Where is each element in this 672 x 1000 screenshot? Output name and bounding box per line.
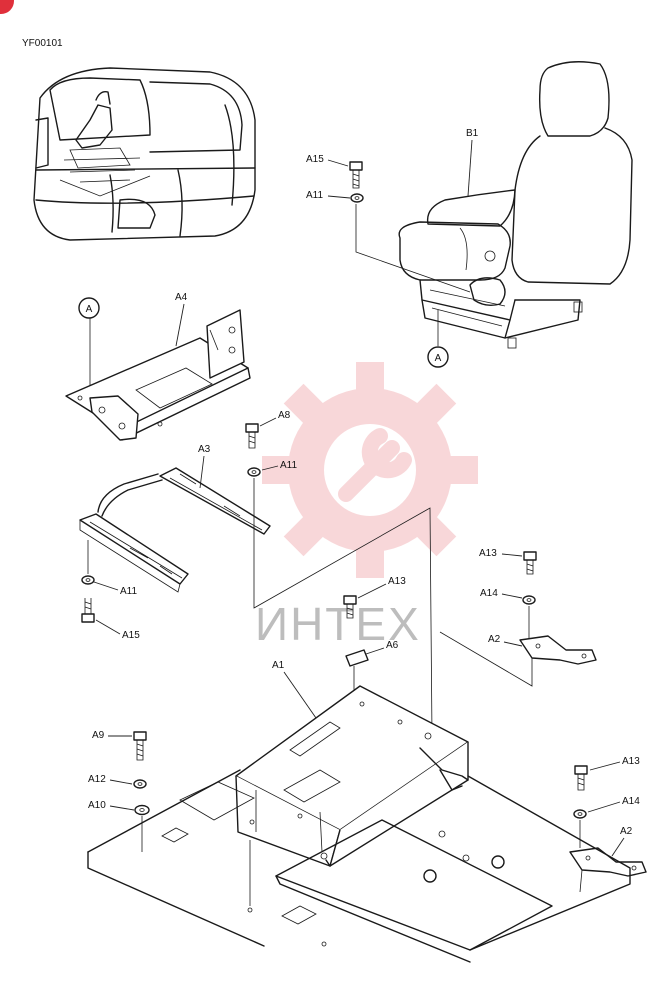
label-a4: A4	[175, 292, 188, 303]
watermark-text: ИНТЕХ	[255, 598, 421, 650]
cabin-floor-panel	[87, 769, 631, 963]
seat-mounting-plate-a4	[65, 309, 251, 441]
label-a2-top: A2	[488, 634, 501, 645]
bolt-a8-icon	[245, 423, 259, 449]
operator-seat-b1	[398, 61, 633, 349]
bolt-a13-right-bottom-icon	[574, 765, 588, 791]
washer-a11-left-icon	[81, 575, 95, 585]
label-a8: A8	[278, 410, 291, 421]
bolt-a9-icon	[133, 731, 147, 761]
ref-a-left-text: A	[86, 304, 93, 315]
label-a15-top: A15	[306, 154, 324, 165]
label-a11-mid: A11	[280, 460, 297, 471]
label-a12: A12	[88, 774, 106, 785]
bracket-a2-bottom-icon	[569, 847, 647, 877]
label-a6: A6	[386, 640, 399, 651]
bolt-a15-left-icon	[81, 598, 95, 623]
label-a10: A10	[88, 800, 106, 811]
document-code: YF00101	[22, 38, 63, 49]
washer-a12-icon	[133, 779, 147, 789]
label-b1: B1	[466, 128, 479, 139]
bracket-a2-top-icon	[519, 635, 597, 665]
label-a2-bottom: A2	[620, 826, 633, 837]
tractor-overview-illustration	[33, 67, 256, 241]
label-a13-center: A13	[388, 576, 406, 587]
label-a9: A9	[92, 730, 105, 741]
bolt-a13-right-top-icon	[523, 551, 537, 575]
label-a14-right-top: A14	[480, 588, 498, 599]
washer-a14-right-bottom-icon	[573, 809, 587, 819]
washer-a11-top-icon	[350, 193, 364, 203]
watermark-logo-icon	[262, 362, 478, 578]
ref-a-right-text: A	[435, 353, 442, 364]
seat-frame-a1	[235, 685, 469, 867]
label-a11-top: A11	[306, 190, 323, 201]
label-a11-left: A11	[120, 586, 137, 597]
bolt-a13-center-icon	[343, 595, 357, 619]
label-a15-left: A15	[122, 630, 140, 641]
seat-slide-rails-a3	[79, 467, 271, 593]
label-a3: A3	[198, 444, 211, 455]
washer-a11-mid-icon	[247, 467, 261, 477]
reference-marker-a-left	[78, 297, 100, 319]
label-a1: A1	[272, 660, 285, 671]
label-a13-right-bottom: A13	[622, 756, 640, 767]
clip-a6-icon	[345, 649, 369, 667]
label-a13-right-top: A13	[479, 548, 497, 559]
washer-a14-right-top-icon	[522, 595, 536, 605]
label-a14-right-bottom: A14	[622, 796, 640, 807]
reference-marker-a-right	[427, 346, 449, 368]
washer-a10-icon	[134, 804, 150, 816]
bolt-a15-top-icon	[349, 161, 363, 189]
